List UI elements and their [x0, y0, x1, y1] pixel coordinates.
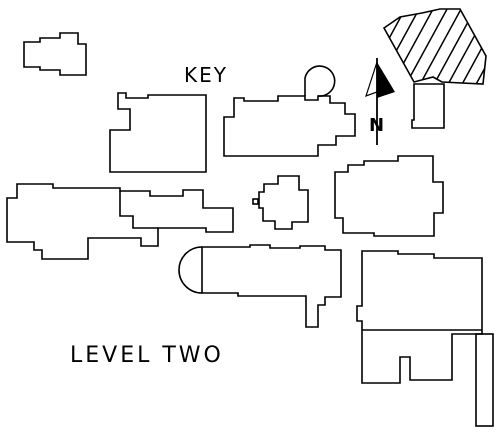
building-central-north [223, 65, 356, 157]
building-east-narrow [475, 333, 494, 427]
building-east-center [334, 155, 444, 237]
building-small-northeast [411, 83, 445, 129]
key-label: KEY [184, 63, 228, 87]
building-west-large-division [119, 191, 158, 229]
north-label: N [369, 115, 384, 136]
building-west-large [6, 183, 234, 260]
level-label: LEVEL TWO [70, 343, 224, 368]
building-west-center [109, 92, 207, 173]
building-central-small [252, 175, 309, 230]
building-southeast [356, 250, 483, 384]
building-small-northwest [23, 32, 87, 76]
building-south-center [178, 244, 342, 328]
north-arrow-icon [365, 58, 395, 145]
